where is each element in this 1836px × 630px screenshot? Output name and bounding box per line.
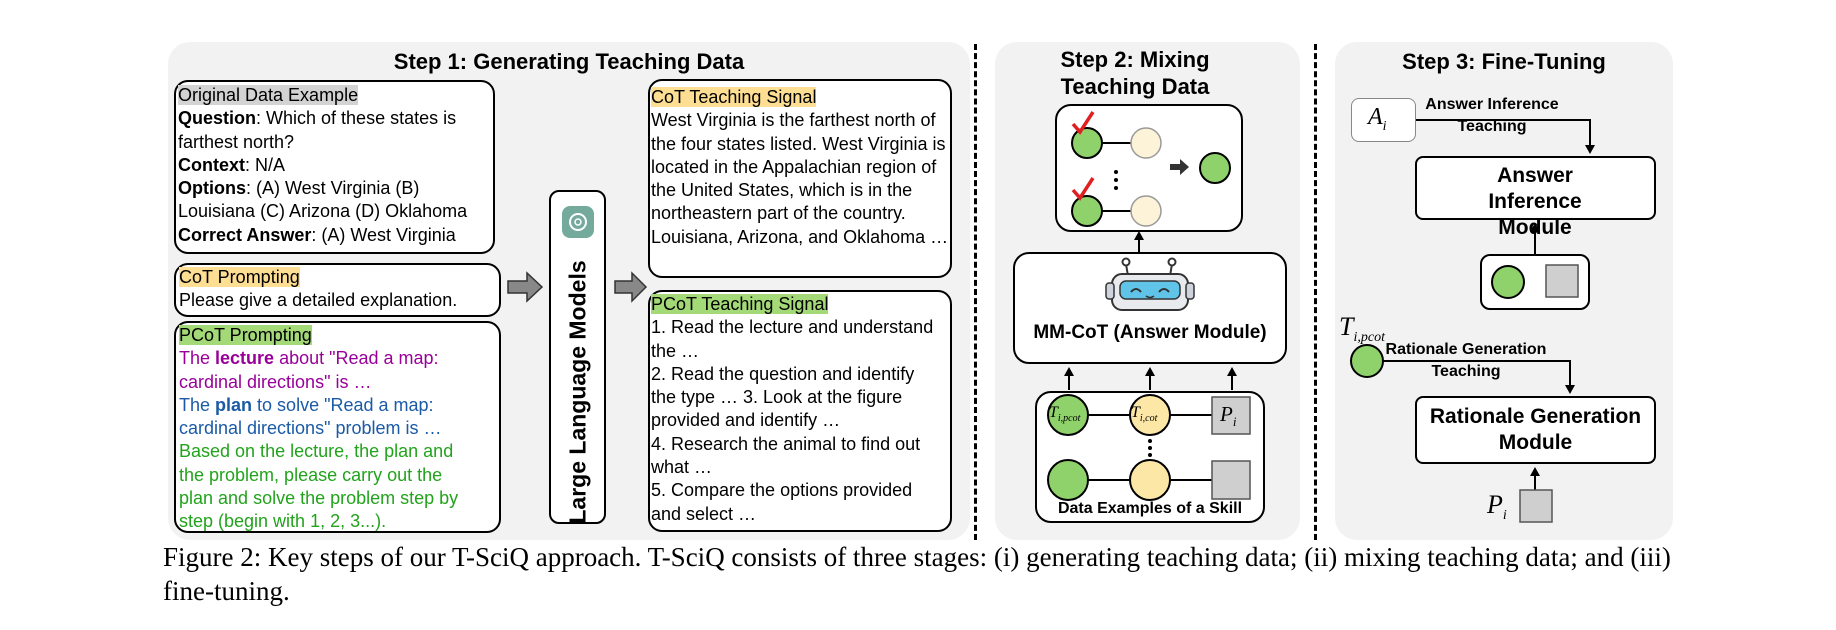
answer-module-box [1013, 252, 1287, 364]
answer-module-text: Answer Inference Module [1488, 164, 1582, 239]
original-data-heading: Original Data Example [178, 85, 359, 105]
cot-prompting-heading: CoT Prompting [179, 267, 300, 287]
rationale-teaching-label: Rationale Generation Teaching [1385, 341, 1547, 380]
pcot-signal-item-1: 1. Read the lecture and understand the … [651, 317, 934, 361]
answer-input-box [1480, 254, 1590, 310]
question-label: Question [178, 108, 257, 129]
figure-caption: Figure 2: Key steps of our T-SciQ approa… [163, 542, 1671, 606]
options-text: : (A) West Virginia (B) Louisiana (C) Ar… [178, 178, 468, 222]
cot-prompting-body: Please give a detailed explanation. [179, 290, 458, 311]
data-examples-label: Data Examples of a Skill [1057, 500, 1243, 517]
answer-symbol-box [1351, 98, 1416, 142]
divider-1 [974, 44, 977, 540]
pcot-signal-item-2: 2. Read the question and identify the ty… [651, 363, 915, 431]
llm-box [549, 190, 606, 524]
instruction-line: Based on the lecture, the plan and the p… [179, 441, 459, 532]
rationale-generation-module [1415, 396, 1656, 464]
pcot-prompting-text: PCoT Prompting The lecture about "Read a… [179, 324, 477, 534]
plan-line: The plan to solve "Read a map: cardinal … [179, 394, 442, 439]
pcot-signal-heading: PCoT Teaching Signal [651, 294, 829, 314]
answer-label: Correct Answer [178, 224, 312, 245]
original-data-box [174, 80, 495, 254]
divider-2 [1314, 44, 1317, 540]
p-node-label: Pi [1220, 402, 1237, 430]
cot-signal-box [648, 79, 952, 278]
step1-title: Step 1: Generating Teaching Data [393, 49, 745, 74]
answer-symbol: Ai [1368, 104, 1387, 134]
cot-signal-heading: CoT Teaching Signal [651, 87, 817, 107]
step3-title: Step 3: Fine-Tuning [1402, 49, 1606, 74]
original-data-text: Original Data Example Question: Which of… [178, 84, 492, 247]
mixed-data-box [1055, 104, 1243, 232]
pcot-signal-box [648, 290, 952, 532]
llm-logo-icon [562, 206, 594, 238]
llm-label: Large Language Models [564, 260, 591, 524]
answer-inference-module [1415, 156, 1656, 220]
answer-module-label: MM-CoT (Answer Module) [1033, 322, 1267, 343]
rationale-module-text: Rationale Generation Module [1429, 405, 1642, 454]
answer-text: : (A) West Virginia [311, 224, 456, 245]
rationale-symbol: Ti,pcot [1339, 312, 1385, 346]
pcot-node-label: Ti,pcot [1049, 404, 1081, 425]
cot-node-label: Ti,cot [1131, 404, 1158, 425]
lecture-line: The lecture about "Read a map: cardinal … [179, 348, 439, 392]
cot-signal-body: West Virginia is the farthest north of t… [651, 110, 949, 247]
pcot-prompting-box [174, 321, 501, 533]
p-symbol: Pi [1487, 490, 1507, 524]
cot-signal-text: CoT Teaching Signal West Virginia is the… [651, 86, 951, 249]
pcot-prompting-heading: PCoT Prompting [179, 325, 312, 345]
options-label: Options [178, 178, 246, 199]
context-text: : N/A [245, 154, 286, 175]
answer-teaching-label: Answer Inference Teaching [1425, 96, 1559, 135]
question-text: : Which of these states is farthest nort… [178, 108, 457, 152]
context-label: Context [178, 154, 245, 175]
pcot-signal-text: PCoT Teaching Signal 1. Read the lecture… [651, 293, 941, 526]
pcot-signal-item-3: 4. Research the animal to find out what … [651, 433, 921, 478]
cot-prompting-text: CoT Prompting Please give a detailed exp… [179, 266, 499, 313]
pcot-signal-item-4: 5. Compare the options provided and sele… [651, 480, 913, 524]
step2-title: Step 2: Mixing Teaching Data [1060, 47, 1210, 99]
